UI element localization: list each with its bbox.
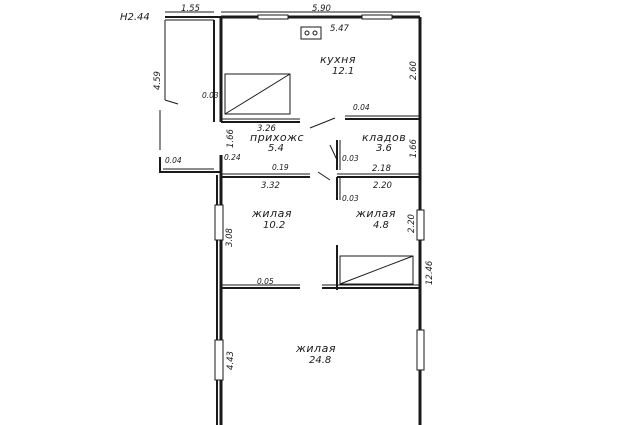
dim-kitchen-top: 5.47 (330, 24, 350, 34)
room-living2-area: 4.8 (373, 220, 389, 231)
stove-icon (224, 73, 291, 115)
dim-annex-gap: 0.03 (202, 91, 219, 100)
hall-living-partition (221, 171, 420, 181)
dim-living2-gap: 0.03 (342, 194, 359, 203)
room-kitchen-area: 12.1 (332, 66, 354, 77)
living3-partition (221, 284, 420, 289)
dim-kitchen-right: 2.60 (409, 61, 419, 80)
dim-pantry-gap: 0.03 (342, 154, 359, 163)
room-living1-area: 10.2 (263, 220, 285, 231)
dim-annex-height: 4.59 (153, 71, 163, 90)
dim-living1-width: 3.32 (261, 181, 280, 191)
dim-annex-bottom: 0.04 (165, 156, 182, 165)
annex-walls (159, 16, 221, 173)
room-hall-area: 5.4 (268, 143, 284, 154)
dim-top-total: 5.90 (312, 4, 331, 14)
room-pantry-name: кладов (362, 131, 406, 144)
pantry-walls (329, 140, 341, 170)
bed-icon (339, 255, 414, 285)
sink-icon (300, 26, 322, 40)
window-left-2 (214, 339, 224, 381)
kitchen-door-swing (309, 117, 336, 129)
dim-living1-partition: 0.05 (257, 277, 274, 286)
room-living3-area: 24.8 (309, 355, 331, 366)
annex-door-swing (164, 99, 179, 105)
dim-living1-left: 3.08 (225, 227, 235, 247)
dim-hall-wall: 0.24 (224, 153, 241, 162)
dim-living3-left: 4.43 (226, 351, 236, 370)
window-right-2 (416, 329, 425, 371)
dim-kitchen-bottom: 3.26 (257, 124, 277, 134)
room-living3-name: жилая (295, 342, 336, 355)
top-windows (257, 14, 393, 20)
window-top-1 (257, 14, 289, 20)
room-pantry-area: 3.6 (376, 143, 392, 154)
dim-pantry-width: 2.18 (372, 164, 392, 174)
window-left-1 (214, 204, 224, 241)
dim-hall-left: 1.66 (226, 128, 236, 148)
room-living1-name: жилая (251, 207, 292, 220)
room-kitchen-name: кухня (320, 53, 356, 66)
window-right-1 (416, 209, 425, 241)
dim-living2-width: 2.20 (373, 181, 392, 191)
window-top-2 (361, 14, 393, 20)
dim-kitchen-partition: 0.04 (353, 103, 370, 112)
dim-right-total: 12.46 (425, 260, 435, 285)
dim-living2-right: 2.20 (407, 214, 417, 233)
dim-hall-partition: 0.19 (272, 163, 289, 172)
right-windows (416, 209, 425, 371)
room-living2-name: жилая (355, 207, 396, 220)
plan-id: Н2.44 (120, 12, 150, 23)
living-door-swing (317, 171, 331, 181)
kitchen-partition (221, 115, 420, 129)
annex-bottom (159, 157, 221, 173)
dim-top-left: 1.55 (181, 4, 200, 14)
room-hall-name: прихожс (250, 131, 304, 144)
dim-pantry-right: 1.66 (409, 138, 419, 158)
left-windows (214, 204, 224, 381)
living-divider (336, 177, 341, 290)
pantry-door-swing (329, 144, 338, 161)
